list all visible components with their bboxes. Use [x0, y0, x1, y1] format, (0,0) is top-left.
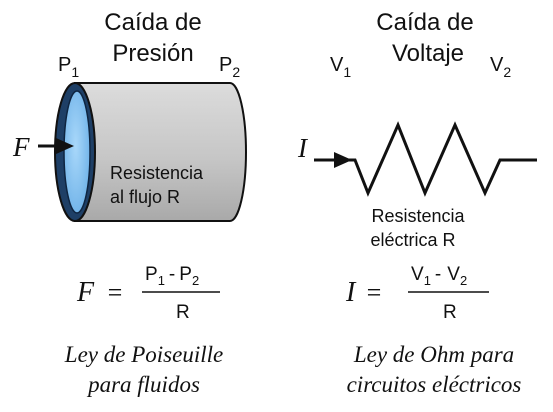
pressure-label-p1: P1: [58, 54, 79, 80]
force-arrow: [38, 138, 74, 154]
poiseuille-caption-line2: para fluidos: [86, 372, 200, 397]
voltage-label-v2: V2: [490, 54, 511, 80]
force-symbol: F: [12, 132, 30, 162]
current-symbol: I: [297, 133, 309, 163]
tube-opening: [63, 90, 91, 214]
ohm-equation: I = V1-V2 R: [345, 264, 489, 323]
tube-cylinder: [54, 82, 247, 222]
ohm-lhs: I: [345, 277, 357, 308]
ohm-caption-line2: circuitos eléctricos: [347, 372, 522, 397]
poiseuille-caption-line1: Ley de Poiseuille: [64, 342, 223, 367]
ohm-numerator: V1-V2: [411, 264, 467, 288]
ohm-equals: =: [365, 278, 383, 307]
flow-resistance-label-line1: Resistencia: [110, 163, 204, 183]
tube-body: [74, 82, 247, 222]
ohm-caption-line1: Ley de Ohm para: [353, 342, 514, 367]
flow-resistance-label-line2: al flujo R: [110, 187, 180, 207]
poiseuille-denominator: R: [176, 302, 190, 323]
pressure-drop-title-line1: Caída de: [104, 9, 201, 36]
voltage-label-v1: V1: [330, 54, 351, 80]
poiseuille-equation: F = P1-P2 R: [76, 264, 220, 323]
pressure-drop-panel: Caída de Presión P1 P2 F Resistencia al …: [12, 9, 247, 397]
poiseuille-numerator: P1-P2: [145, 264, 199, 288]
pressure-drop-title-line2: Presión: [112, 40, 193, 67]
voltage-drop-panel: Caída de Voltaje V1 V2 I Resistencia elé…: [297, 9, 537, 397]
electrical-resistance-label-line2: eléctrica R: [370, 230, 455, 250]
voltage-drop-title-line1: Caída de: [376, 9, 473, 36]
pressure-label-p2: P2: [219, 54, 240, 80]
resistor-zigzag: [338, 121, 537, 197]
electrical-resistance-label-line1: Resistencia: [371, 206, 465, 226]
poiseuille-equals: =: [106, 278, 124, 307]
voltage-drop-title-line2: Voltaje: [392, 40, 464, 67]
poiseuille-lhs: F: [76, 277, 95, 308]
ohm-denominator: R: [443, 302, 457, 323]
